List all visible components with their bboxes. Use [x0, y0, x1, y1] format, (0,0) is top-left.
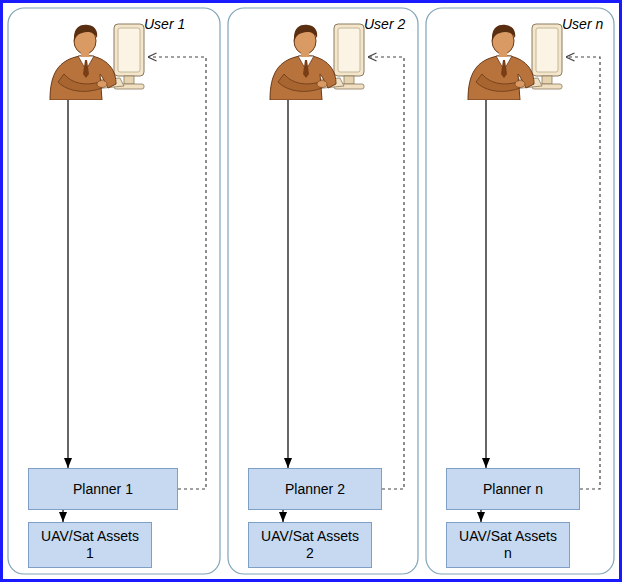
- box-label: UAV/Sat Assets n: [455, 528, 561, 562]
- planner-box: Planner n: [446, 468, 580, 510]
- user-at-computer-icon: [248, 14, 368, 100]
- box-label: UAV/Sat Assets 1: [37, 528, 143, 562]
- command-arrow: [480, 510, 481, 522]
- user-label: User 2: [364, 16, 405, 32]
- user-at-computer-icon: [446, 14, 566, 100]
- assets-box: UAV/Sat Assets n: [446, 522, 570, 568]
- user-label: User 1: [144, 16, 185, 32]
- command-arrow: [282, 510, 283, 522]
- box-label: Planner 1: [73, 481, 133, 498]
- command-arrow: [67, 100, 68, 468]
- user-panel: [228, 8, 418, 574]
- feedback-arrow: [368, 57, 404, 489]
- assets-box: UAV/Sat Assets 2: [248, 522, 372, 568]
- user-at-computer-icon: [28, 14, 148, 100]
- feedback-arrow: [148, 57, 206, 489]
- user-label: User n: [562, 16, 603, 32]
- command-arrow: [62, 510, 63, 522]
- planner-box: Planner 2: [248, 468, 382, 510]
- command-arrow: [485, 100, 486, 468]
- user-panel: [426, 8, 614, 574]
- user-figure: User 2: [248, 14, 368, 100]
- user-figure: User n: [446, 14, 566, 100]
- command-arrow: [287, 100, 288, 468]
- box-label: Planner 2: [285, 481, 345, 498]
- user-figure: User 1: [28, 14, 148, 100]
- feedback-arrow: [566, 57, 600, 489]
- user-panel: [8, 8, 220, 574]
- box-label: UAV/Sat Assets 2: [257, 528, 363, 562]
- assets-box: UAV/Sat Assets 1: [28, 522, 152, 568]
- box-label: Planner n: [483, 481, 543, 498]
- planner-box: Planner 1: [28, 468, 178, 510]
